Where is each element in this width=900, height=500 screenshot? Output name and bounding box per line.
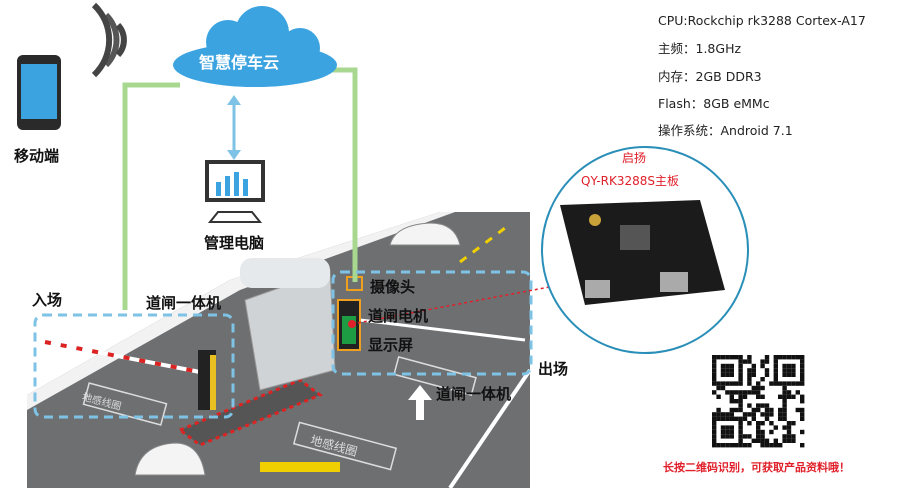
wifi-icon [91, 2, 127, 78]
car-icon [389, 222, 461, 246]
entrance-gate-box [33, 313, 235, 419]
spec-cpu: CPU:Rockchip rk3288 Cortex-A17 [658, 13, 866, 28]
display-label: 显示屏 [368, 336, 414, 354]
spec-frequency: 主频：1.8GHz [658, 41, 742, 56]
pointer-line [351, 284, 561, 325]
spec-memory: 内存：2GB DDR3 [658, 69, 762, 84]
qr-caption: 长按二维码识别，可获取产品资料哦！ [663, 461, 850, 474]
mobile-label: 移动端 [14, 147, 60, 165]
cloud-label: 智慧停车云 [199, 53, 280, 72]
parking-lot-illustration [27, 212, 532, 490]
motherboard-image [560, 200, 725, 305]
spec-os: 操作系统：Android 7.1 [658, 123, 793, 138]
car-icon [134, 442, 206, 476]
exit-gate-box [331, 270, 533, 376]
direction-arrow-icon [408, 385, 432, 420]
exit-device-label: 道闸一体机 [436, 385, 512, 403]
qr-code [712, 355, 805, 448]
entrance-device-label: 道闸一体机 [146, 294, 222, 312]
motor-label: 道闸电机 [368, 307, 429, 325]
pc-label: 管理电脑 [204, 234, 265, 252]
entrance-label: 入场 [32, 291, 63, 309]
mobile-phone-icon [17, 55, 61, 130]
camera-label: 摄像头 [370, 278, 416, 296]
computer-icon [205, 160, 265, 223]
cloud-icon [173, 6, 337, 87]
board-brand: 启扬 [622, 151, 647, 165]
exit-label: 出场 [538, 360, 569, 378]
spec-flash: Flash：8GB eMMc [658, 96, 770, 111]
board-model: QY-RK3288S主板 [581, 174, 680, 188]
